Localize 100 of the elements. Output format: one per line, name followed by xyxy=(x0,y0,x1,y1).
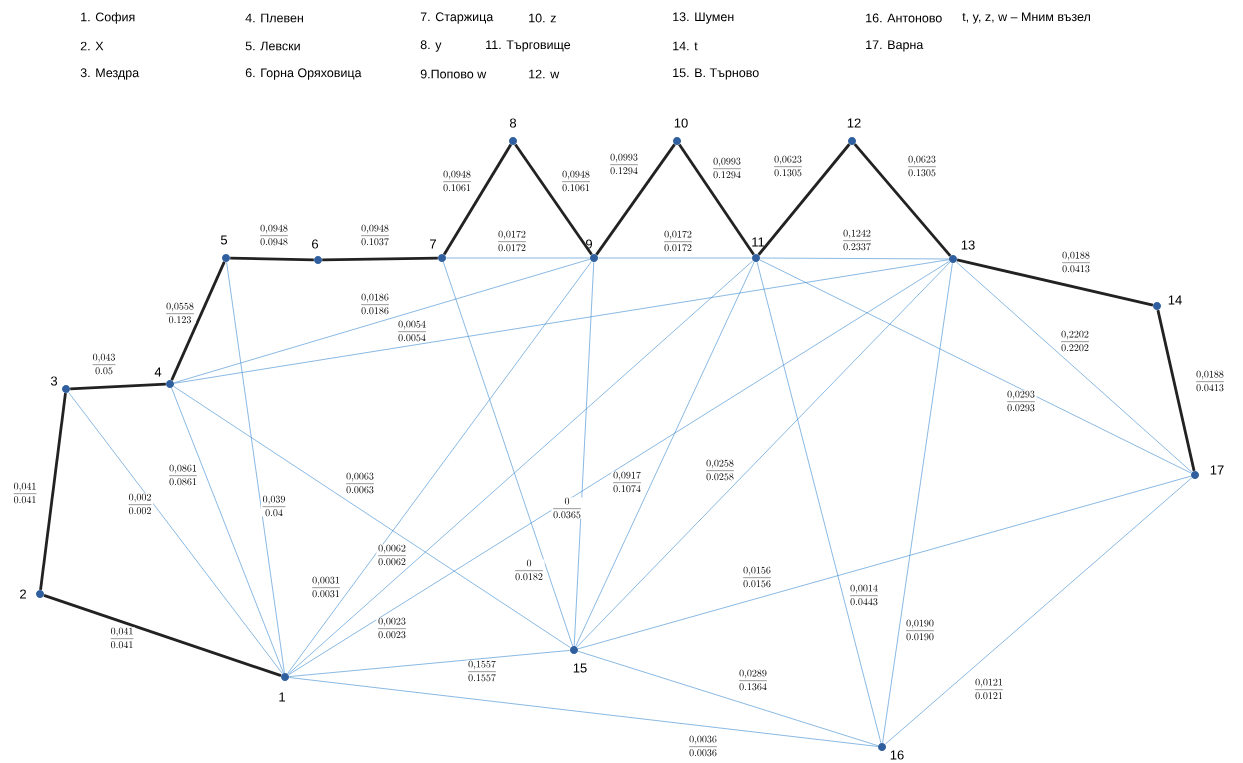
connector-line xyxy=(443,143,513,256)
connector-line xyxy=(173,259,950,384)
edge-label: $\frac{0{,}0258}{0.0258}$ xyxy=(704,459,736,481)
connector-line xyxy=(678,143,755,256)
node-number: 6 xyxy=(312,239,319,249)
connector-line xyxy=(577,650,879,747)
legend-entry: 11. Търговище xyxy=(486,40,571,52)
edge-label: $\frac{0{,}0121}{0.0121}$ xyxy=(973,678,1005,700)
edge-label: $\frac{0{,}041}{0.041}$ xyxy=(108,627,136,649)
legend-entry: 8. y xyxy=(420,40,442,52)
legend-entry: 7. Старжица xyxy=(420,12,494,24)
node-number: 12 xyxy=(847,118,861,128)
connector-line xyxy=(955,261,1193,473)
connector-line xyxy=(287,260,754,675)
node-number: 5 xyxy=(220,235,228,245)
edge-label: $\frac{0{,}039}{0.04}$ xyxy=(260,495,288,517)
connector-line xyxy=(577,475,1192,650)
connector-line xyxy=(759,257,950,260)
legend-entry: t, y, z, w – Мним възел xyxy=(962,12,1090,24)
edge-label: $\frac{0{,}0623}{0.1305}$ xyxy=(906,155,938,177)
node-number: 11 xyxy=(752,237,765,247)
node-number: 2 xyxy=(20,589,26,599)
connector-line xyxy=(288,650,571,677)
legend-entry: 5. Левски xyxy=(245,41,300,51)
edge-label: $\frac{0{,}0293}{0.0293}$ xyxy=(1005,390,1037,412)
node-number: 8 xyxy=(509,118,517,128)
edge-label: $\frac{0{,}0558}{0.123}$ xyxy=(164,302,196,324)
connector-line xyxy=(288,677,879,747)
node-number: 17 xyxy=(1210,465,1224,475)
edge-label: $\frac{0{,}0023}{0.0023}$ xyxy=(376,617,408,639)
edge-label: $\frac{0{,}0188}{0.0413}$ xyxy=(1194,370,1226,392)
connector-line xyxy=(287,261,592,674)
edge-label: $\frac{0{,}0063}{0.0063}$ xyxy=(344,472,376,494)
edge-label: $\frac{0}{0.0365}$ xyxy=(551,497,583,519)
edge-label: $\frac{0{,}1557}{0.1557}$ xyxy=(466,660,498,682)
edge-label: $\frac{0{,}0188}{0.0413}$ xyxy=(1060,251,1092,273)
edge-label: $\frac{0{,}0289}{0.1364}$ xyxy=(737,669,769,691)
legend-entry: 10. z xyxy=(529,13,556,23)
connector-line xyxy=(68,392,283,674)
legend-entry: 3. Мездра xyxy=(80,68,140,80)
connector-line xyxy=(756,261,882,744)
legend-entry: 1. София xyxy=(81,12,135,24)
edge-label: $\frac{0{,}002}{0.002}$ xyxy=(126,493,154,515)
edge-label: $\frac{0{,}0190}{0.0190}$ xyxy=(904,619,936,641)
edge-label: $\frac{0{,}0917}{0.1074}$ xyxy=(611,471,643,493)
connector-line xyxy=(288,260,950,676)
connector-line xyxy=(757,143,851,256)
connector-line xyxy=(70,382,166,391)
node-number: 10 xyxy=(674,118,688,128)
legend-entry: 4. Плевен xyxy=(245,13,303,23)
connector-line xyxy=(43,594,282,677)
connector-line xyxy=(597,257,753,259)
connector-line xyxy=(514,143,593,256)
edge-label: $\frac{0{,}0861}{0.0861}$ xyxy=(167,464,199,486)
edge-label: $\frac{0{,}043}{0.05}$ xyxy=(90,353,118,375)
legend-entry: 17. Варна xyxy=(866,40,924,52)
connector-line xyxy=(595,143,676,256)
connector-line xyxy=(1156,309,1196,472)
connector-line xyxy=(39,393,67,590)
edge-label: $\frac{0}{0.0182}$ xyxy=(513,559,545,581)
edge-label: $\frac{0{,}0062}{0.0062}$ xyxy=(376,544,408,566)
connector-line xyxy=(230,256,314,262)
connector-line xyxy=(171,387,284,674)
legend-entry: 2. X xyxy=(80,41,104,51)
connector-line xyxy=(956,258,1154,307)
legend-entry: 16. Антоново xyxy=(866,13,942,23)
edge-label: $\frac{0{,}2202}{0.2202}$ xyxy=(1059,330,1091,352)
edge-label: $\frac{0{,}0948}{0.1061}$ xyxy=(560,170,592,192)
node-number: 14 xyxy=(1168,295,1182,305)
connector-line xyxy=(573,261,595,647)
legend-entry: 9.Попово w xyxy=(420,69,487,79)
connector-line xyxy=(576,261,951,648)
edge-label: $\frac{0{,}0054}{0.0054}$ xyxy=(396,320,428,342)
edge-label: $\frac{0{,}0993}{0.1294}$ xyxy=(608,153,640,175)
edge-label: $\frac{0{,}0186}{0.0186}$ xyxy=(359,293,391,315)
connector-line xyxy=(853,143,952,257)
edge-label: $\frac{0{,}0014}{0.0443}$ xyxy=(848,584,880,606)
node-number: 1 xyxy=(279,692,285,702)
edge-label: $\frac{0{,}0172}{0.0172}$ xyxy=(496,230,528,252)
connector-line xyxy=(226,261,285,674)
connector-line xyxy=(445,257,591,259)
connector-line xyxy=(575,261,755,647)
edge-label: $\frac{0{,}0993}{0.1294}$ xyxy=(711,157,743,179)
edge-label: $\frac{0{,}0036}{0.0036}$ xyxy=(687,735,719,757)
node-number: 16 xyxy=(890,750,904,760)
edge-label: $\frac{0{,}1242}{0.2337}$ xyxy=(841,229,873,251)
connector-line xyxy=(170,261,226,381)
legend-entry: 12. w xyxy=(529,69,560,79)
node-number: 15 xyxy=(573,663,587,673)
node-number: 3 xyxy=(50,376,58,386)
node-number: 13 xyxy=(961,240,975,250)
edge-label: $\frac{0{,}0948}{0.1037}$ xyxy=(359,224,391,246)
legend-entry: 14. t xyxy=(673,41,698,51)
edge-label: $\frac{0{,}0623}{0.1305}$ xyxy=(772,155,804,177)
edge-label: $\frac{0{,}041}{0.041}$ xyxy=(11,482,39,504)
connector-line xyxy=(884,477,1193,745)
edge-label: $\frac{0{,}0948}{0.0948}$ xyxy=(258,224,290,246)
node-number: 4 xyxy=(154,367,162,377)
connector-line xyxy=(173,386,571,648)
connector-line xyxy=(882,262,953,744)
